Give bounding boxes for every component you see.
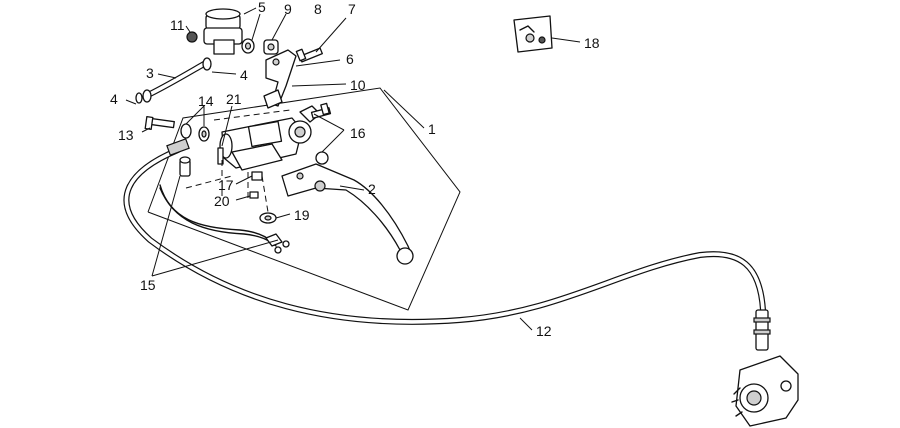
assembly-1-frame [147, 87, 461, 311]
bracket [263, 49, 297, 109]
nut-20 [249, 191, 259, 199]
callout-13: 13 [118, 127, 134, 143]
callout-8: 8 [314, 1, 322, 17]
callout-3: 3 [146, 65, 154, 81]
callout-19: 19 [294, 207, 310, 223]
cap-11 [186, 31, 198, 43]
master-cylinder [219, 105, 329, 171]
slave-cylinder [731, 309, 799, 427]
callout-21: 21 [226, 91, 242, 107]
callout-2: 2 [368, 181, 376, 197]
spacer-9 [241, 38, 255, 54]
callout-11: 11 [170, 17, 185, 33]
screw-17 [251, 171, 263, 181]
reservoir-hose [135, 57, 212, 104]
callout-12: 12 [536, 323, 552, 339]
callout-6: 6 [346, 51, 354, 67]
callout-15: 15 [140, 277, 156, 293]
callout-9: 9 [284, 1, 292, 17]
clutch-cable [123, 147, 766, 325]
leader-lines [125, 7, 581, 331]
cable-fitting-15 [166, 138, 191, 177]
assembly-dashes [185, 109, 291, 213]
switch-18 [513, 15, 553, 53]
reservoir [203, 8, 243, 55]
callout-18: 18 [584, 35, 600, 51]
callout-7: 7 [348, 1, 356, 17]
clutch-lever [281, 163, 414, 265]
callout-20: 20 [214, 193, 230, 209]
callout-14: 14 [198, 93, 214, 109]
callout-5: 5 [258, 0, 266, 15]
bolt-13 [144, 115, 175, 131]
callout-10: 10 [350, 77, 366, 93]
callout-4a: 4 [240, 67, 248, 83]
callout-4b: 4 [110, 91, 118, 107]
bolt-7 [295, 47, 323, 63]
callout-1: 1 [428, 121, 436, 137]
washers-14 [180, 123, 210, 142]
callout-labels: 1 2 3 4 4 5 6 7 8 9 10 11 12 13 14 15 16… [110, 0, 600, 339]
spacer-8 [263, 39, 279, 55]
pin-21 [217, 147, 224, 165]
washer-19 [259, 212, 277, 224]
callout-16: 16 [350, 125, 366, 141]
callout-17: 17 [218, 177, 234, 193]
